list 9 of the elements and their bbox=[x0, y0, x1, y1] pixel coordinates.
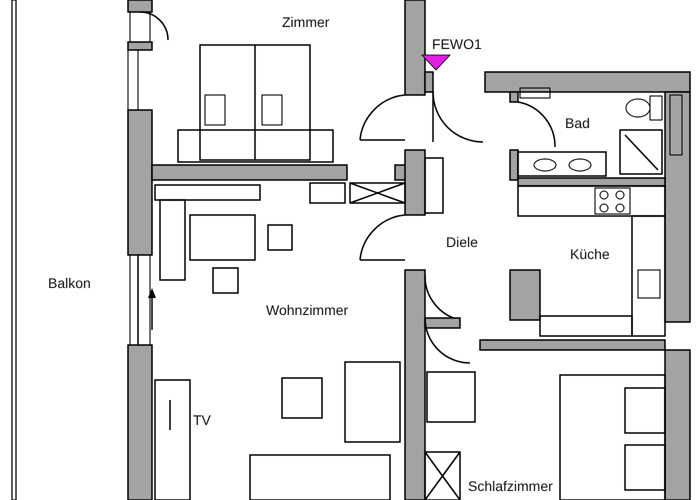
room-label: Zimmer bbox=[282, 14, 330, 30]
apartment-label: FEWO1 bbox=[432, 36, 482, 52]
room-label: Diele bbox=[446, 234, 478, 250]
room-label: Balkon bbox=[48, 275, 91, 291]
room-label: Schlafzimmer bbox=[468, 478, 553, 494]
room-label: Küche bbox=[570, 246, 610, 262]
room-label: Wohnzimmer bbox=[266, 302, 348, 318]
furniture-label: TV bbox=[193, 412, 211, 428]
room-label: Bad bbox=[565, 115, 590, 131]
